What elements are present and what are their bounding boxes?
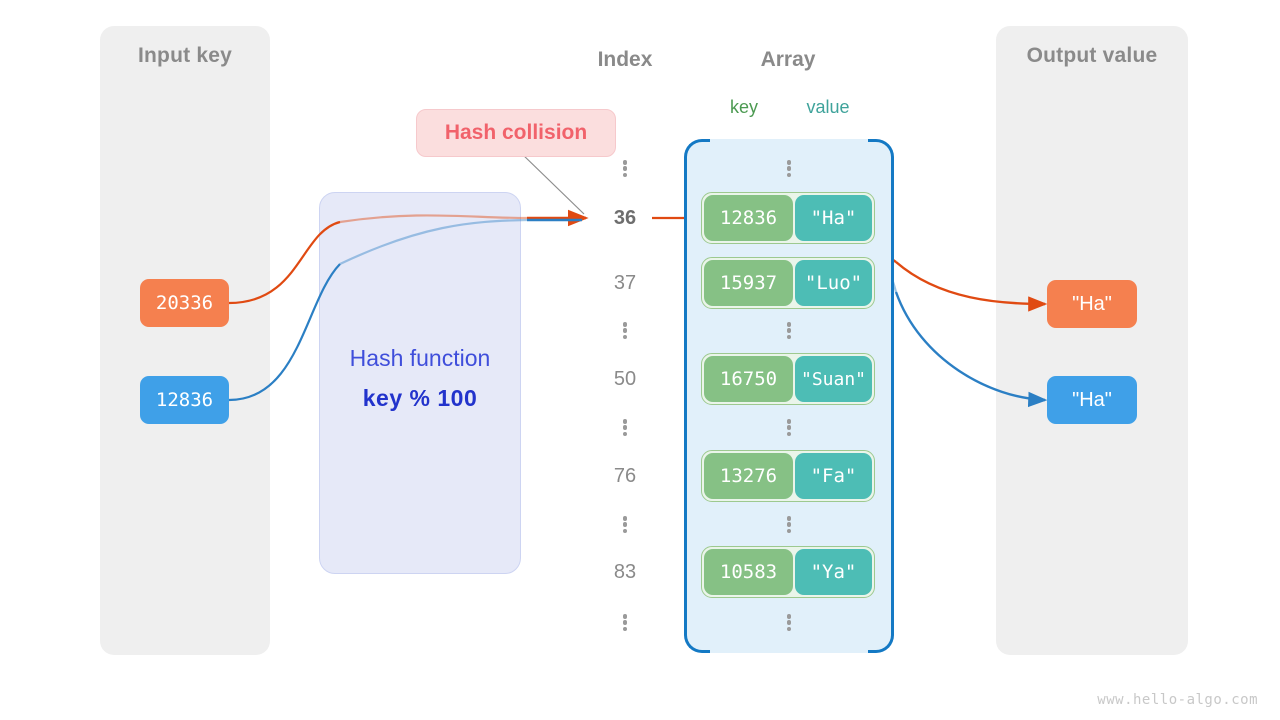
hash-collision-label: Hash collision [444,121,588,144]
array-entry-76-key: 13276 [704,453,793,499]
index-label-36: 36 [613,207,637,229]
index-label-37: 37 [613,272,637,294]
array-column-heading: Array [760,48,816,71]
index-column-heading: Index [597,48,653,71]
output-value-chip-1[interactable]: "Ha" [1047,376,1137,424]
output-value-text-1: "Ha" [1072,388,1112,411]
key-column-label: key [729,97,758,117]
array-entry-50-key: 16750 [704,356,793,402]
output-value-chip-0[interactable]: "Ha" [1047,280,1137,328]
hash-function-label: Hash function [349,345,491,371]
array-entry-83-key: 10583 [704,549,793,595]
input-key-value-1: 12836 [155,389,214,411]
array-entry-50-value: "Suan" [795,356,872,402]
index-label-50: 50 [613,368,637,390]
array-bracket-left [684,139,710,653]
index-label-83: 83 [613,561,637,583]
input-key-chip-1[interactable]: 12836 [140,376,229,424]
array-entry-36[interactable]: 12836 "Ha" [701,192,875,244]
array-ellipsis-3 [759,516,819,533]
index-ellipsis-0 [595,160,655,177]
array-entry-76[interactable]: 13276 "Fa" [701,450,875,502]
input-key-chip-0[interactable]: 20336 [140,279,229,327]
hash-collision-callout: Hash collision [416,109,616,157]
output-value-panel: Output value [996,26,1188,655]
index-ellipsis-3 [595,516,655,533]
hash-function-box: Hash function key % 100 [319,192,521,574]
array-entry-83[interactable]: 10583 "Ya" [701,546,875,598]
array-ellipsis-4 [759,614,819,631]
input-key-panel-title: Input key [138,44,232,67]
watermark: www.hello-algo.com [1097,692,1258,708]
array-bracket-right [868,139,894,653]
input-key-panel: Input key [100,26,270,655]
array-entry-36-value: "Ha" [795,195,872,241]
array-entry-83-value: "Ya" [795,549,872,595]
index-label-76: 76 [613,465,637,487]
output-value-text-0: "Ha" [1072,292,1112,315]
hash-function-formula: key % 100 [362,385,478,411]
array-ellipsis-1 [759,322,819,339]
array-entry-50[interactable]: 16750 "Suan" [701,353,875,405]
value-column-label: value [806,97,850,117]
index-ellipsis-2 [595,419,655,436]
array-entry-36-key: 12836 [704,195,793,241]
index-ellipsis-4 [595,614,655,631]
array-ellipsis-0 [759,160,819,177]
array-entry-37-value: "Luo" [795,260,872,306]
array-entry-76-value: "Fa" [795,453,872,499]
array-entry-37-key: 15937 [704,260,793,306]
array-entry-37[interactable]: 15937 "Luo" [701,257,875,309]
input-key-value-0: 20336 [155,292,214,314]
output-value-panel-title: Output value [1026,44,1158,67]
array-ellipsis-2 [759,419,819,436]
index-ellipsis-1 [595,322,655,339]
